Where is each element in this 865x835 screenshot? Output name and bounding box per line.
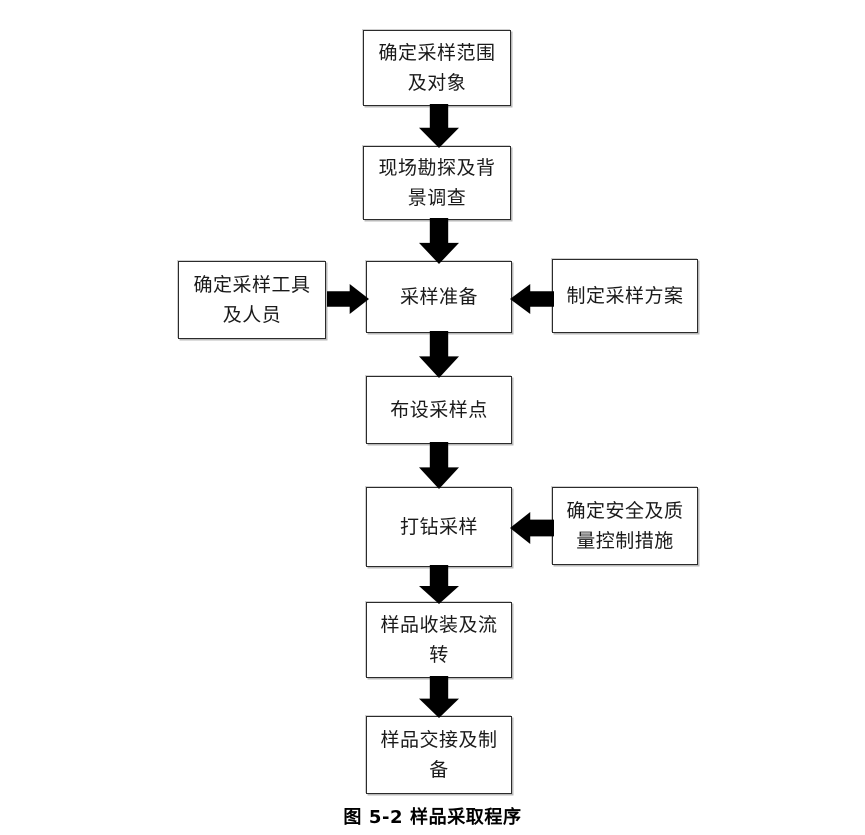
flow-node-label: 布设采样点 bbox=[390, 399, 488, 421]
flow-node-label: 打钻采样 bbox=[399, 516, 478, 538]
flow-node-handover[interactable]: 样品交接及制 备 bbox=[366, 716, 512, 794]
flow-arrow-drill-to-pack bbox=[419, 565, 459, 604]
flow-node-label: 确定采样工具 及人员 bbox=[193, 274, 311, 326]
flow-node-label: 样品交接及制 备 bbox=[380, 729, 498, 781]
flow-arrow-plan-to-prepare bbox=[510, 284, 554, 314]
flow-node-points[interactable]: 布设采样点 bbox=[366, 376, 512, 444]
flow-arrow-tools-to-prepare bbox=[327, 284, 369, 314]
flow-arrow-prepare-to-points bbox=[419, 331, 459, 378]
flow-node-drill[interactable]: 打钻采样 bbox=[366, 487, 512, 567]
flow-node-tools[interactable]: 确定采样工具 及人员 bbox=[178, 261, 326, 339]
flow-node-survey[interactable]: 现场勘探及背 景调查 bbox=[363, 146, 511, 220]
flow-node-label: 样品收装及流 转 bbox=[380, 614, 498, 666]
flow-arrow-pack-to-handover bbox=[419, 676, 459, 718]
figure-caption: 图 5-2 样品采取程序 bbox=[343, 807, 522, 828]
flow-node-scope[interactable]: 确定采样范围 及对象 bbox=[363, 30, 511, 106]
flow-node-label: 采样准备 bbox=[399, 286, 478, 308]
flow-node-label: 确定安全及质 量控制措施 bbox=[566, 500, 684, 552]
flow-node-prepare[interactable]: 采样准备 bbox=[366, 261, 512, 333]
flow-arrow-scope-to-survey bbox=[419, 104, 459, 148]
flow-arrow-safety-to-drill bbox=[510, 512, 554, 544]
flow-node-label: 制定采样方案 bbox=[566, 285, 684, 307]
flow-node-safety[interactable]: 确定安全及质 量控制措施 bbox=[552, 487, 698, 565]
flow-node-plan[interactable]: 制定采样方案 bbox=[552, 259, 698, 333]
flow-node-label: 确定采样范围 及对象 bbox=[378, 42, 496, 94]
flow-node-label: 现场勘探及背 景调查 bbox=[378, 157, 496, 209]
flow-arrow-survey-to-prepare bbox=[419, 218, 459, 264]
flow-node-pack[interactable]: 样品收装及流 转 bbox=[366, 602, 512, 678]
flow-arrow-points-to-drill bbox=[419, 442, 459, 489]
